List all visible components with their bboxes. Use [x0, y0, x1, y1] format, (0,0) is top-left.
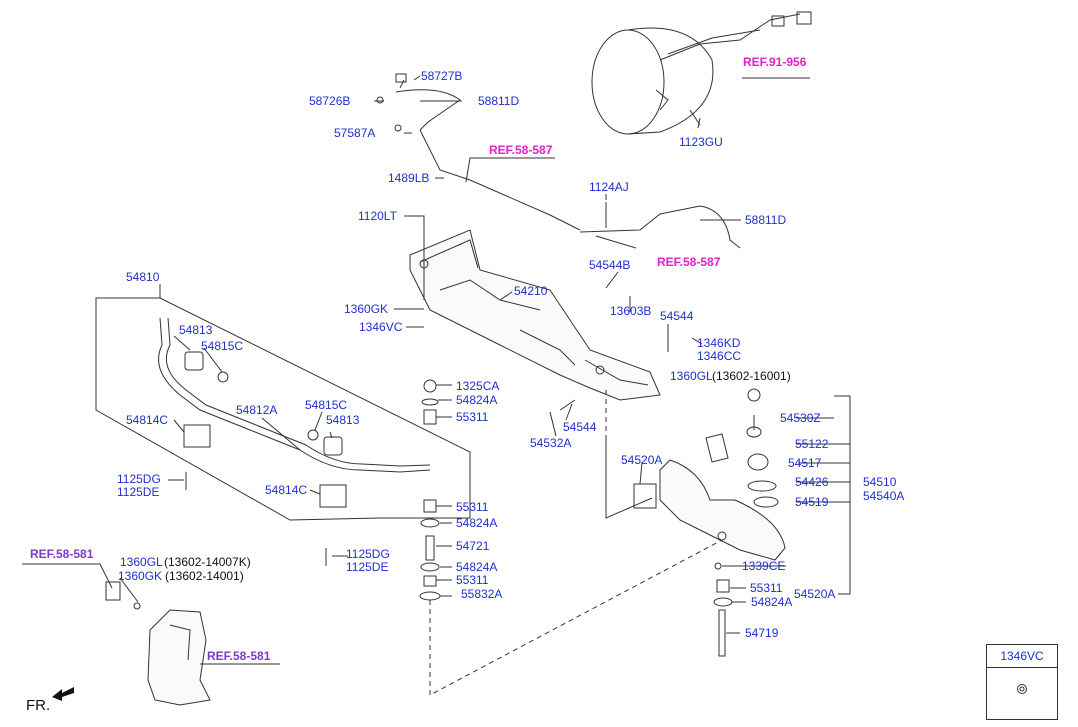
part-label-54814C-upper[interactable]: 54814C [126, 413, 169, 427]
part-label-1360GL-left[interactable]: 1360GL [120, 555, 163, 569]
part-label-1124AJ[interactable]: 1124AJ [589, 180, 629, 194]
part-label-1346KD[interactable]: 1346KD [697, 336, 741, 350]
part-label-1125DG-left[interactable]: 1125DG [117, 472, 161, 486]
ref-link-91-956[interactable]: REF.91-956 [743, 55, 807, 69]
part-label-54824A-3[interactable]: 54824A [456, 560, 498, 574]
part-label-55311-3[interactable]: 55311 [456, 573, 489, 587]
ref-link-58-581-caliper[interactable]: REF.58-581 [207, 649, 271, 663]
part-label-54814C-lower[interactable]: 54814C [265, 483, 308, 497]
legend-code[interactable]: 1346VC [987, 645, 1057, 668]
part-label-58811D-top[interactable]: 58811D [478, 94, 520, 108]
projection-lines [429, 390, 723, 696]
part-label-1489LB[interactable]: 1489LB [388, 171, 430, 185]
part-label-1120LT[interactable]: 1120LT [358, 209, 397, 223]
part-label-54532A[interactable]: 54532A [530, 436, 572, 450]
part-label-1125DE-left[interactable]: 1125DE [117, 485, 160, 499]
front-direction-label: FR. [26, 697, 51, 714]
part-label-54530Z[interactable]: 54530Z [780, 411, 821, 425]
part-label-54540A[interactable]: 54540A [863, 489, 905, 503]
part-label-1325CA[interactable]: 1325CA [456, 379, 500, 393]
leader-lines [22, 75, 851, 665]
brake-drum-drawing [591, 11, 812, 135]
part-label-1339CE[interactable]: 1339CE [742, 559, 786, 573]
nut-icon [1017, 684, 1027, 694]
part-label-1346CC[interactable]: 1346CC [697, 349, 742, 363]
part-label-1125DE-bottom[interactable]: 1125DE [346, 560, 389, 574]
part-label-54519[interactable]: 54519 [795, 495, 829, 509]
part-label-55311-4[interactable]: 55311 [750, 581, 783, 595]
front-arrow-icon [52, 687, 74, 701]
part-label-1360GL-left-number: (13602-14007K) [164, 555, 251, 569]
part-label-54520A-lower[interactable]: 54520A [794, 587, 836, 601]
part-label-54426[interactable]: 54426 [795, 475, 829, 489]
part-label-1360GK[interactable]: 1360GK [344, 302, 389, 316]
part-label-55832A[interactable]: 55832A [461, 587, 503, 601]
part-label-54544-center[interactable]: 54544 [563, 420, 597, 434]
lower-control-arm-drawing [633, 388, 786, 657]
part-label-54824A-2[interactable]: 54824A [456, 516, 498, 530]
part-label-54813-upper[interactable]: 54813 [179, 323, 213, 337]
ref-link-58-587-lower[interactable]: REF.58-587 [657, 255, 721, 269]
part-label-54815C-upper[interactable]: 54815C [201, 339, 244, 353]
center-mount-stack [419, 379, 441, 601]
part-label-54721[interactable]: 54721 [456, 539, 490, 553]
part-label-54517[interactable]: 54517 [788, 456, 822, 470]
brake-hose-upper [376, 73, 581, 231]
part-label-54510[interactable]: 54510 [863, 475, 897, 489]
part-label-13603B[interactable]: 13603B [610, 304, 652, 318]
part-label-58727B[interactable]: 58727B [421, 69, 463, 83]
part-label-54824A-1[interactable]: 54824A [456, 393, 498, 407]
part-label-54544B[interactable]: 54544B [589, 258, 631, 272]
stabilizer-bar-drawing [158, 317, 431, 566]
legend-box: 1346VC [986, 644, 1058, 720]
part-label-57587A[interactable]: 57587A [334, 126, 376, 140]
ref-link-58-581-bolt[interactable]: REF.58-581 [30, 547, 94, 561]
part-label-54813-lower[interactable]: 54813 [326, 413, 360, 427]
part-label-1123GU[interactable]: 1123GU [679, 135, 723, 149]
part-label-58811D-right[interactable]: 58811D [745, 213, 787, 227]
part-label-54824A-4[interactable]: 54824A [751, 595, 793, 609]
part-label-54812A[interactable]: 54812A [236, 403, 278, 417]
part-label-54210[interactable]: 54210 [514, 284, 548, 298]
crossmember-drawing [409, 229, 661, 401]
part-label-1360GK-left[interactable]: 1360GK [118, 569, 163, 583]
part-label-54815C-lower[interactable]: 54815C [305, 398, 348, 412]
part-label-1360GL-right[interactable]: 1360GL [670, 369, 713, 383]
part-label-54544-right[interactable]: 54544 [660, 309, 694, 323]
part-label-1360GK-left-number: (13602-14001) [165, 569, 244, 583]
part-label-54810[interactable]: 54810 [126, 270, 160, 284]
part-label-55122[interactable]: 55122 [795, 437, 829, 451]
part-label-54719[interactable]: 54719 [745, 626, 779, 640]
part-label-1125DG-bottom[interactable]: 1125DG [346, 547, 390, 561]
part-label-54520A-upper[interactable]: 54520A [621, 453, 663, 467]
brake-caliper-drawing [105, 581, 211, 706]
part-label-58726B[interactable]: 58726B [309, 94, 351, 108]
part-label-1360GL-right-number: (13602-16001) [712, 369, 791, 383]
part-label-55311-2[interactable]: 55311 [456, 500, 489, 514]
ref-link-58-587-upper[interactable]: REF.58-587 [489, 143, 553, 157]
part-label-55311-1[interactable]: 55311 [456, 410, 489, 424]
part-label-1346VC[interactable]: 1346VC [359, 320, 403, 334]
brake-hose-right [579, 202, 741, 249]
stabilizer-group-outline [95, 297, 471, 521]
